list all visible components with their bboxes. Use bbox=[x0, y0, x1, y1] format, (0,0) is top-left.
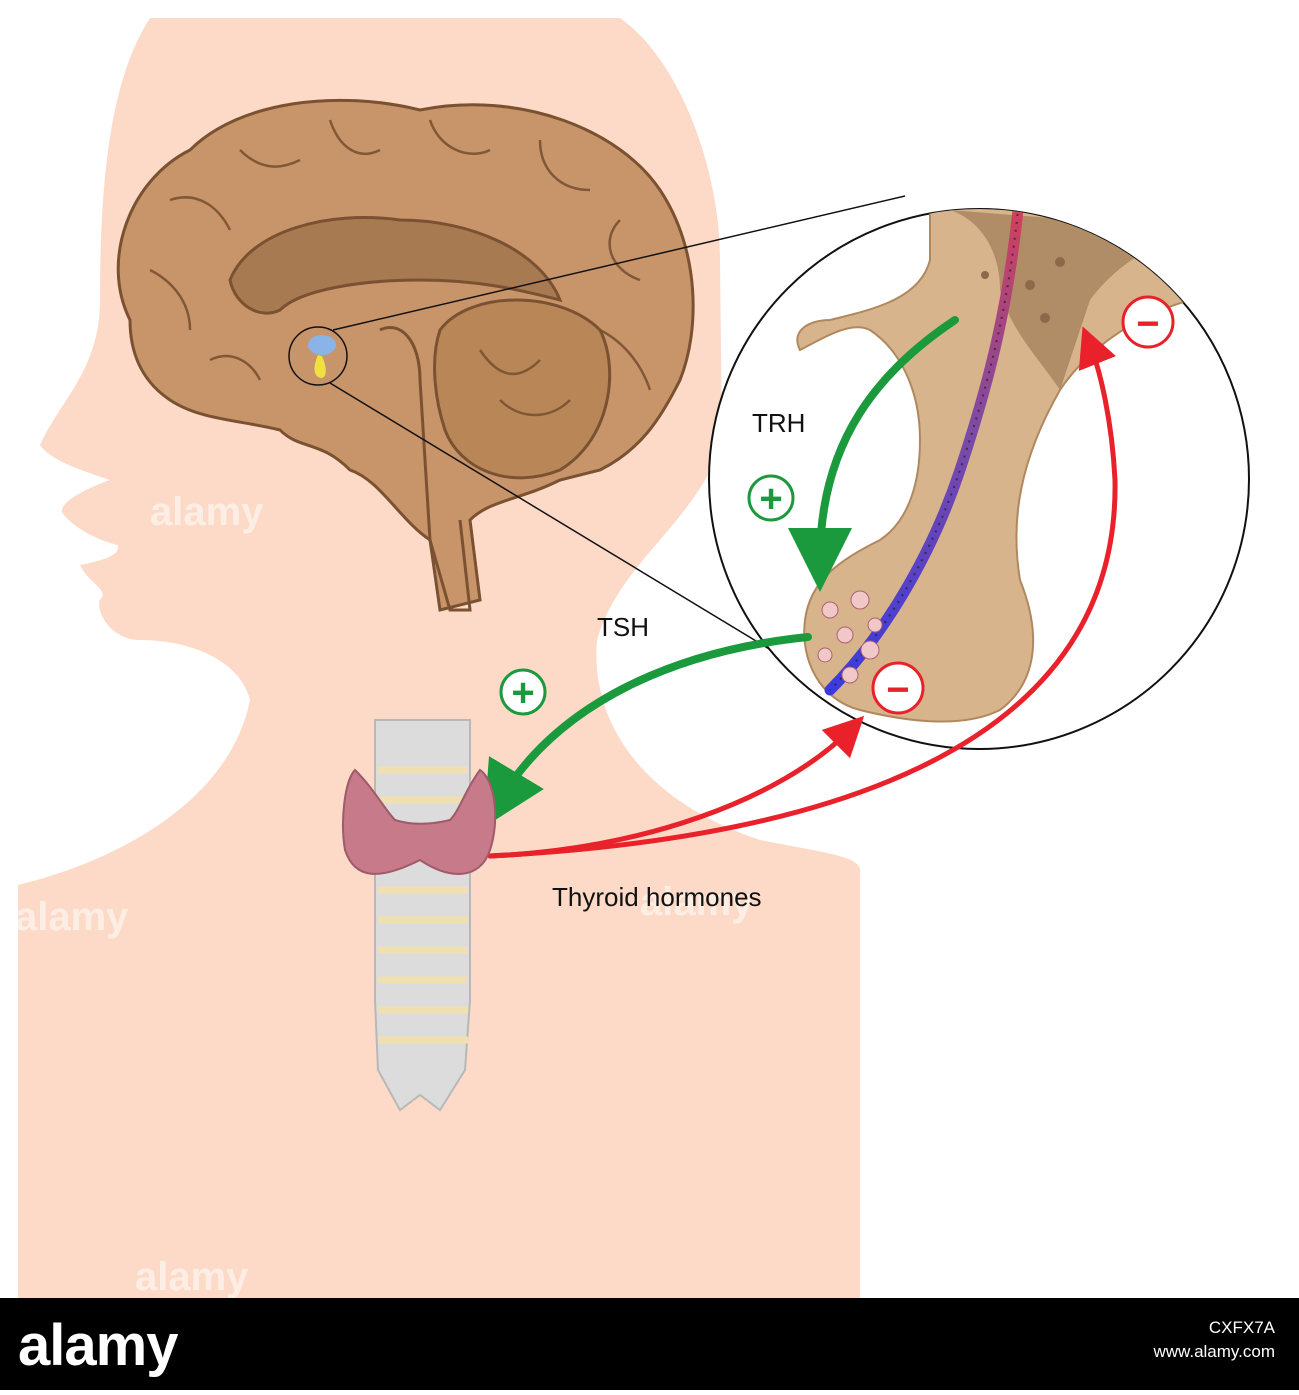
svg-text:−: − bbox=[886, 668, 909, 712]
minus-sign-hypothalamus: − bbox=[1123, 297, 1173, 347]
svg-text:−: − bbox=[1136, 302, 1159, 346]
footer-bar: alamy CXFX7A www.alamy.com bbox=[0, 1298, 1299, 1390]
footer-site-url: www.alamy.com bbox=[1153, 1340, 1275, 1364]
footer-brand-logo: alamy bbox=[18, 1312, 177, 1379]
watermark-text: alamy bbox=[135, 1255, 249, 1299]
watermark-text: alamy bbox=[15, 895, 129, 939]
footer-image-id: CXFX7A bbox=[1153, 1316, 1275, 1340]
svg-text:+: + bbox=[759, 477, 782, 521]
plus-sign-trh: + bbox=[749, 476, 793, 521]
trh-label: TRH bbox=[752, 408, 805, 439]
minus-sign-pituitary: − bbox=[873, 663, 923, 713]
plus-sign-tsh: + bbox=[501, 670, 545, 715]
watermark-text: alamy bbox=[150, 490, 264, 534]
thyroid-hormones-label: Thyroid hormones bbox=[552, 882, 762, 913]
tsh-label: TSH bbox=[597, 612, 649, 643]
footer-info: CXFX7A www.alamy.com bbox=[1153, 1316, 1275, 1364]
pituitary-zoom bbox=[709, 190, 1260, 749]
svg-text:+: + bbox=[511, 671, 534, 715]
trachea bbox=[375, 720, 470, 1110]
